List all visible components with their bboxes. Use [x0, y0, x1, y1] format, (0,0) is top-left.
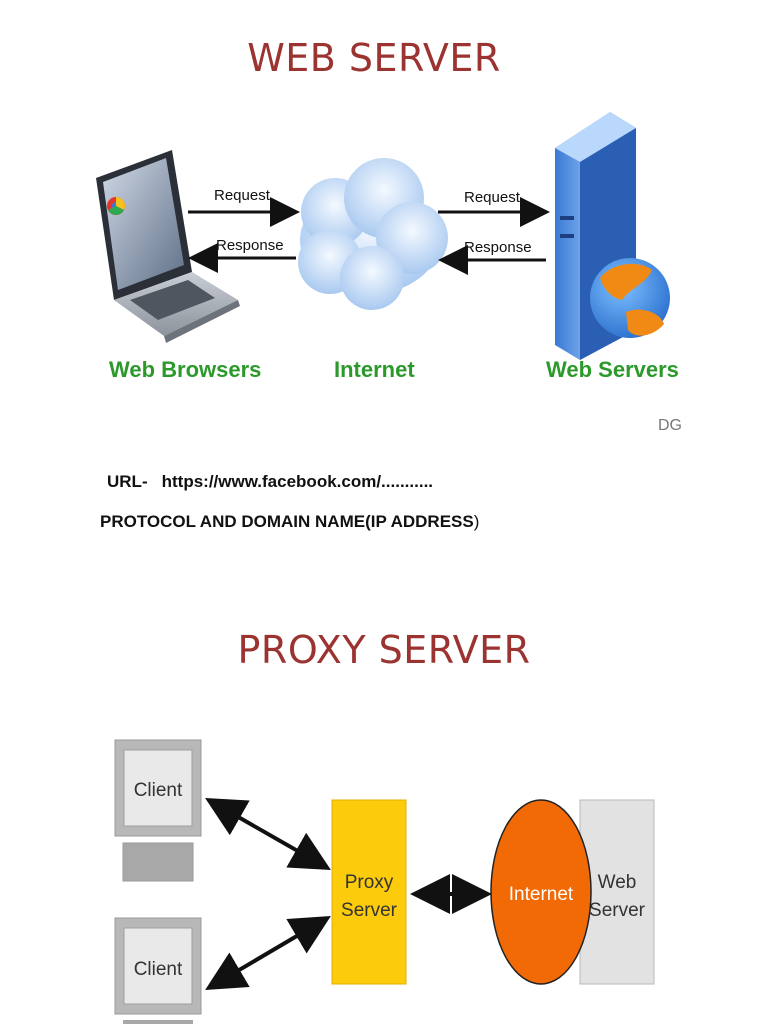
client-bottom-proxy-arrow	[205, 915, 331, 991]
web-server-label-line2: Server	[589, 900, 646, 921]
url-value: https://www.facebook.com/...........	[161, 472, 434, 491]
response-label-right: Response	[464, 239, 532, 256]
watermark-logo: DG	[658, 417, 682, 434]
web-servers-label: Web Servers	[546, 357, 679, 382]
internet-cloud-icon	[298, 158, 448, 310]
proxy-server-box	[331, 799, 407, 985]
proxy-label-line2: Server	[341, 900, 398, 921]
protocol-domain-line: PROTOCOL AND DOMAIN NAME(IP ADDRESS)	[100, 512, 479, 532]
web-server-title: WEB SERVER	[247, 36, 501, 80]
url-example-line: URL-https://www.facebook.com/...........	[107, 472, 433, 492]
protocol-close-paren: )	[473, 512, 480, 531]
request-label-right: Request	[464, 189, 521, 206]
client-top-proxy-arrow	[205, 798, 331, 870]
request-label-left: Request	[214, 187, 271, 204]
globe-icon	[590, 258, 670, 338]
web-server-label-line1: Web	[598, 872, 637, 893]
web-browsers-label: Web Browsers	[109, 357, 261, 382]
client-bottom-icon	[114, 917, 202, 1024]
web-server-box	[579, 799, 655, 985]
internet-label: Internet	[334, 357, 415, 382]
internet-oval-label: Internet	[509, 884, 574, 905]
url-label: URL-	[107, 472, 148, 491]
client-top-label: Client	[134, 780, 183, 801]
client-top-icon	[114, 739, 202, 882]
proxy-server-title: PROXY SERVER	[237, 628, 531, 672]
protocol-text: PROTOCOL AND DOMAIN NAME(IP ADDRESS	[100, 512, 474, 531]
client-bottom-label: Client	[134, 959, 183, 980]
laptop-icon	[96, 150, 240, 343]
response-label-left: Response	[216, 237, 284, 254]
proxy-label-line1: Proxy	[345, 872, 394, 893]
